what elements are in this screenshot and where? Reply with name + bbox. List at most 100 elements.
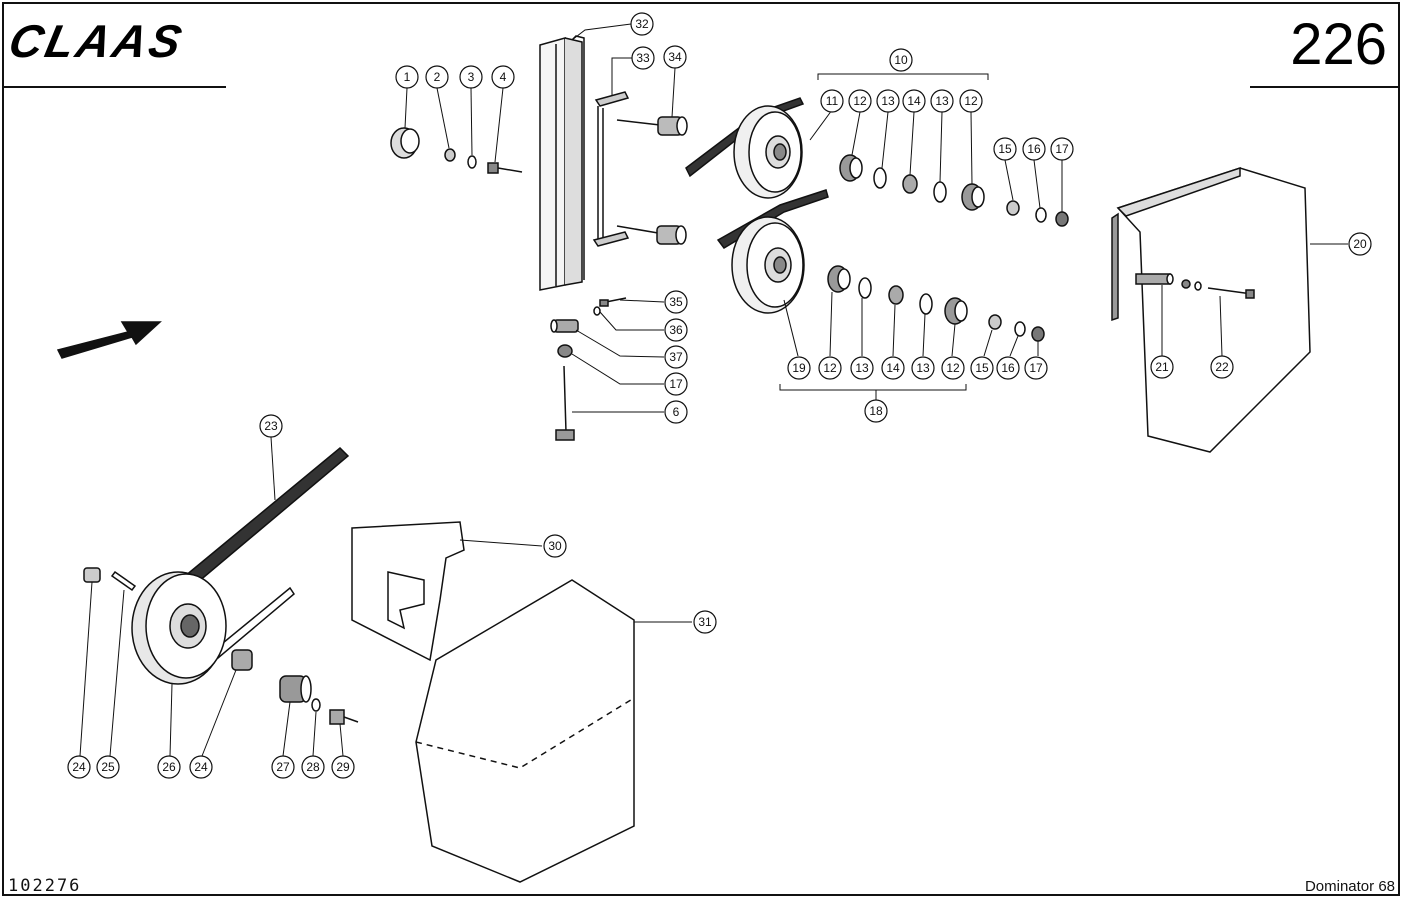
callout-12: 12 [959, 89, 983, 113]
callout-2: 2 [425, 65, 449, 89]
part-bracket-plate [351, 521, 465, 662]
part-bolt [487, 162, 523, 174]
callout-20: 20 [1348, 232, 1372, 256]
callout-15: 15 [993, 137, 1017, 161]
leader-lines [79, 23, 1348, 757]
callout-37: 37 [664, 345, 688, 369]
callout-3: 3 [459, 65, 483, 89]
part-lower-bolt [329, 709, 359, 725]
part-upright-profile [539, 35, 585, 291]
callout-12: 12 [848, 89, 872, 113]
svg-text:13: 13 [935, 94, 949, 108]
part-large-guard [415, 579, 635, 883]
callout-33: 33 [631, 46, 655, 70]
callout-11: 11 [820, 89, 844, 113]
svg-text:13: 13 [916, 361, 930, 375]
part-cover-screw [1181, 279, 1255, 299]
svg-text:3: 3 [468, 70, 475, 84]
part-lower-pulley-belt [716, 189, 829, 314]
svg-text:17: 17 [1029, 361, 1043, 375]
callout-17: 17 [1050, 137, 1074, 161]
callout-10: 10 [889, 48, 913, 72]
callout-29: 29 [331, 755, 355, 779]
svg-text:31: 31 [698, 615, 712, 629]
callout-13: 13 [911, 356, 935, 380]
lower-bearing-row [827, 265, 1045, 342]
callout-4: 4 [491, 65, 515, 89]
svg-text:37: 37 [669, 350, 683, 364]
svg-text:32: 32 [635, 17, 649, 31]
header-rule-left [2, 86, 226, 88]
callout-17: 17 [1024, 356, 1048, 380]
part-long-bolt [555, 365, 575, 441]
svg-text:27: 27 [276, 760, 290, 774]
svg-text:33: 33 [636, 51, 650, 65]
callout-14: 14 [881, 356, 905, 380]
callout-1: 1 [395, 65, 419, 89]
callout-16: 16 [996, 356, 1020, 380]
part-nut [557, 344, 573, 358]
svg-text:15: 15 [998, 142, 1012, 156]
svg-text:29: 29 [336, 760, 350, 774]
callout-12: 12 [941, 356, 965, 380]
svg-text:17: 17 [669, 377, 683, 391]
callout-27: 27 [271, 755, 295, 779]
upper-bearing-row [839, 154, 1069, 227]
svg-text:1: 1 [404, 70, 411, 84]
part-bushing-upper [657, 116, 688, 136]
part-washer [444, 148, 456, 162]
svg-text:22: 22 [1215, 360, 1229, 374]
svg-text:24: 24 [194, 760, 208, 774]
svg-text:10: 10 [894, 53, 908, 67]
callout-24: 24 [189, 755, 213, 779]
svg-text:15: 15 [975, 361, 989, 375]
svg-text:24: 24 [72, 760, 86, 774]
svg-text:23: 23 [264, 419, 278, 433]
svg-text:11: 11 [826, 94, 839, 108]
part-spacer [279, 675, 312, 703]
callout-13: 13 [876, 89, 900, 113]
svg-text:19: 19 [792, 361, 806, 375]
callout-31: 31 [693, 610, 717, 634]
part-upper-pulley-belt [685, 97, 805, 199]
svg-text:18: 18 [869, 404, 883, 418]
svg-text:30: 30 [548, 539, 562, 553]
svg-text:6: 6 [673, 405, 680, 419]
callout-26: 26 [157, 755, 181, 779]
page-number: 226 [1290, 12, 1387, 77]
callout-18: 18 [864, 399, 888, 423]
callout-35: 35 [664, 290, 688, 314]
direction-arrow [56, 321, 162, 359]
svg-text:21: 21 [1155, 360, 1169, 374]
svg-text:14: 14 [886, 361, 900, 375]
svg-text:25: 25 [101, 760, 115, 774]
callout-32: 32 [630, 12, 654, 36]
svg-text:34: 34 [668, 50, 682, 64]
callout-13: 13 [930, 89, 954, 113]
callout-24: 24 [67, 755, 91, 779]
callout-30: 30 [543, 534, 567, 558]
callout-16: 16 [1022, 137, 1046, 161]
svg-text:2: 2 [434, 70, 441, 84]
svg-text:4: 4 [500, 70, 507, 84]
part-hub-sleeve-right [231, 649, 253, 671]
svg-text:16: 16 [1027, 142, 1041, 156]
part-bushing-lower [656, 225, 687, 245]
callout-15: 15 [970, 356, 994, 380]
part-small-bolt [599, 297, 627, 307]
header-rule-right [1250, 86, 1400, 88]
part-cap [390, 127, 420, 159]
part-hub-sleeve-left [83, 567, 101, 583]
callout-21: 21 [1150, 355, 1174, 379]
svg-text:26: 26 [162, 760, 176, 774]
part-spring-ring [467, 155, 477, 169]
svg-text:28: 28 [306, 760, 320, 774]
callout-6: 6 [664, 400, 688, 424]
callout-13: 13 [850, 356, 874, 380]
svg-text:14: 14 [907, 94, 921, 108]
part-spacer-sleeve [550, 319, 579, 333]
callout-12: 12 [818, 356, 842, 380]
svg-text:12: 12 [946, 361, 960, 375]
